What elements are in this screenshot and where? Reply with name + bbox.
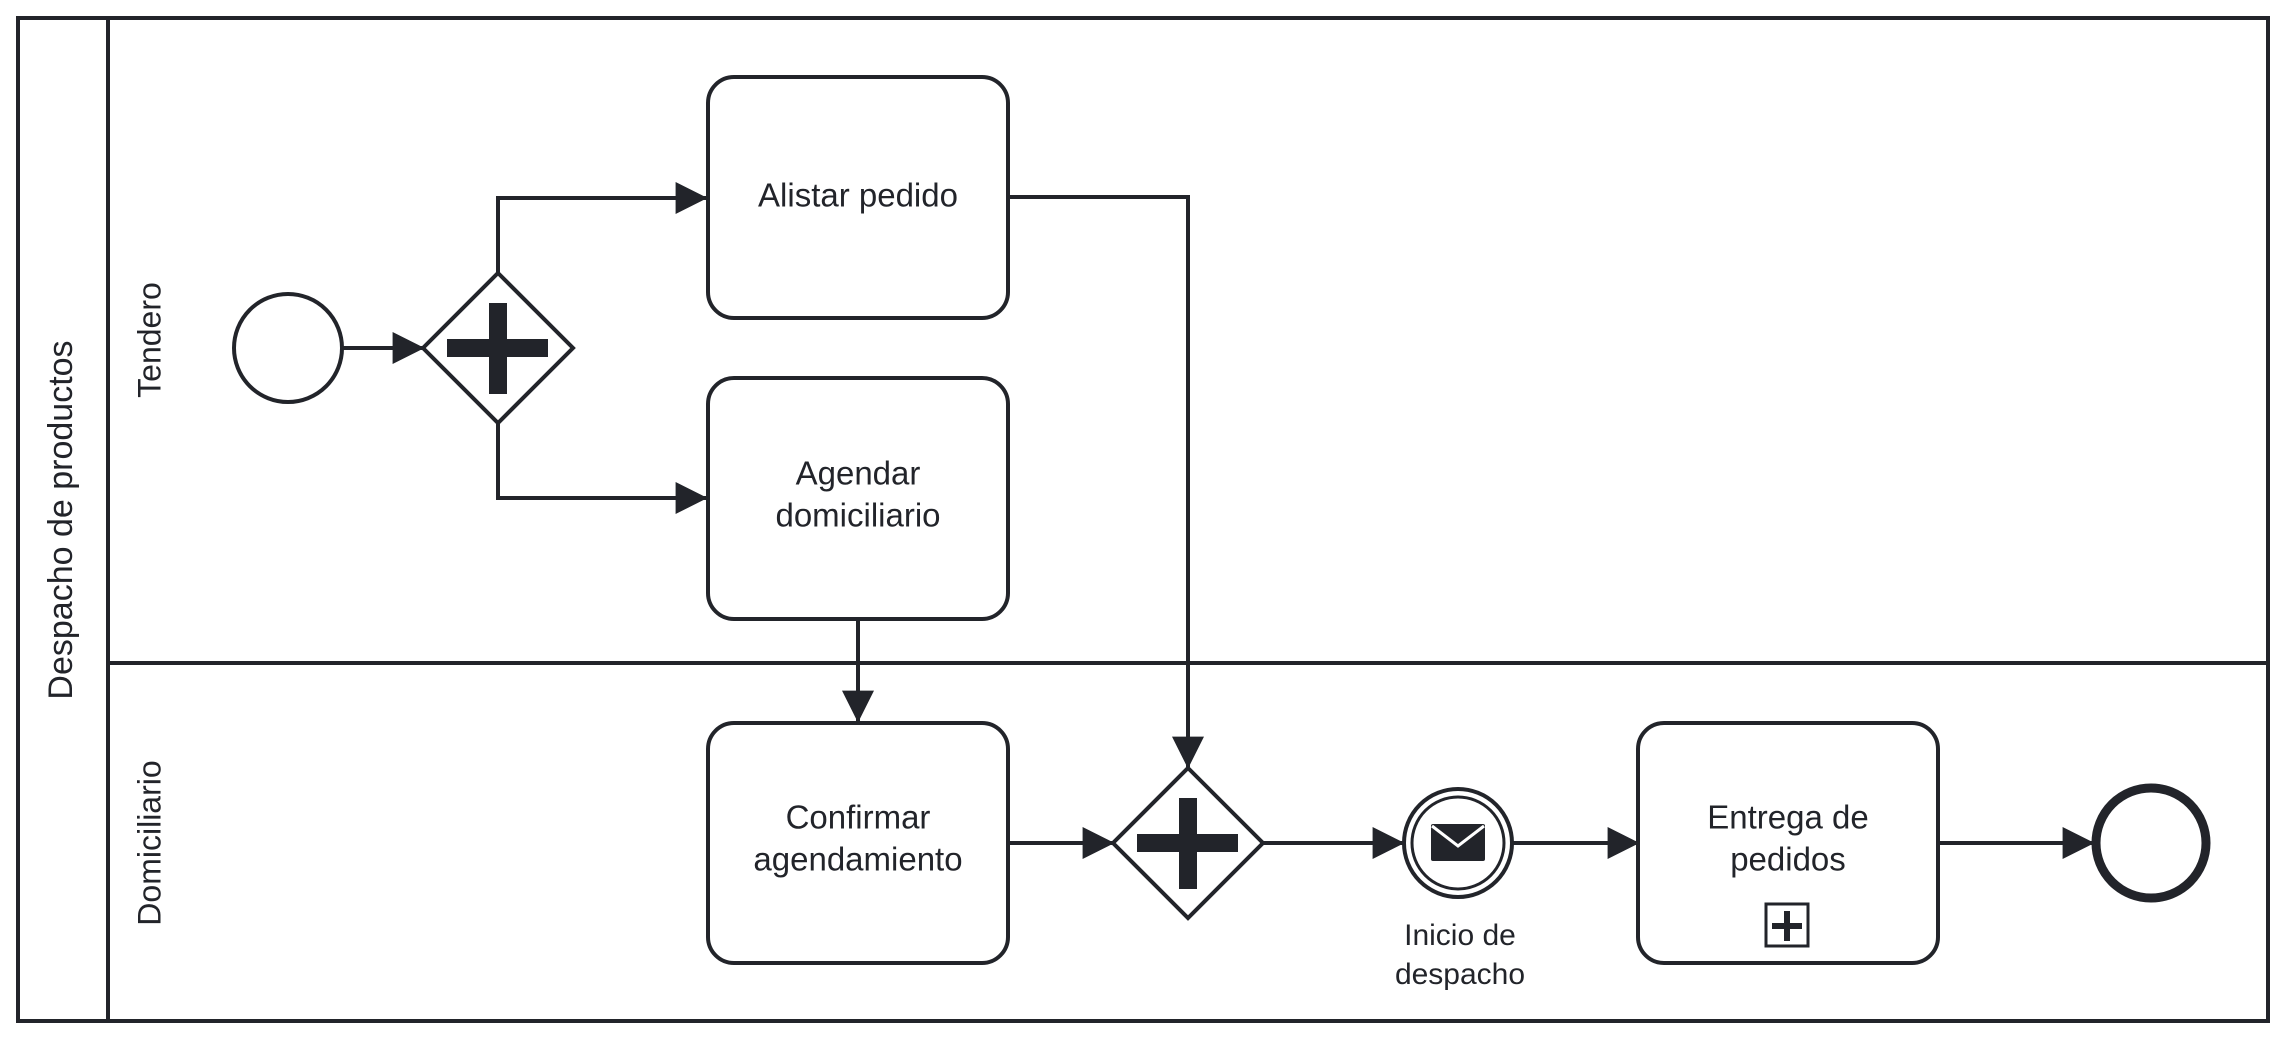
event-label-line-2: despacho — [1395, 958, 1525, 991]
task-label-line-2: domiciliario — [775, 497, 940, 534]
intermediate-message-event[interactable]: Inicio de despacho — [1395, 787, 1525, 991]
flow-alistar-to-join — [1008, 195, 1204, 769]
subprocess-plus-icon[interactable] — [1764, 902, 1810, 948]
task-box — [706, 376, 1010, 621]
lane-domiciliario: Domiciliario — [131, 760, 167, 925]
lane-label-domiciliario: Domiciliario — [131, 760, 167, 925]
envelope-icon — [1431, 824, 1485, 861]
plus-icon — [1137, 798, 1238, 889]
task-label: Alistar pedido — [758, 177, 958, 214]
task-label-line-2: agendamiento — [753, 841, 962, 878]
start-event[interactable] — [232, 292, 344, 404]
event-label-line-1: Inicio de — [1404, 919, 1516, 952]
task-label-line-1: Entrega de — [1707, 799, 1868, 836]
task-box — [706, 75, 1010, 320]
flow-split-to-agendar — [496, 423, 708, 514]
task-label-line-1: Agendar — [796, 455, 921, 492]
task-box — [706, 721, 1010, 965]
task-confirmar-agendamiento[interactable]: Confirmar agendamiento — [706, 721, 1010, 965]
task-alistar-pedido[interactable]: Alistar pedido — [706, 75, 1010, 320]
pool-label: Despacho de productos — [42, 340, 80, 699]
lane-label-tendero: Tendero — [131, 282, 167, 398]
task-label-line-2: pedidos — [1730, 841, 1846, 878]
task-box — [1636, 721, 1940, 965]
task-agendar-domiciliario[interactable]: Agendar domiciliario — [706, 376, 1010, 621]
parallel-gateway-split[interactable] — [420, 270, 576, 426]
end-event[interactable] — [2091, 783, 2211, 903]
lane-tendero: Tendero — [131, 282, 167, 398]
parallel-gateway-join[interactable] — [1110, 765, 1266, 921]
sequence-flows — [343, 182, 2095, 859]
flow-split-to-alistar — [496, 182, 708, 273]
subprocess-entrega-de-pedidos[interactable]: Entrega de pedidos — [1636, 721, 1940, 965]
task-label-line-1: Confirmar — [786, 799, 931, 836]
plus-icon — [447, 303, 548, 394]
